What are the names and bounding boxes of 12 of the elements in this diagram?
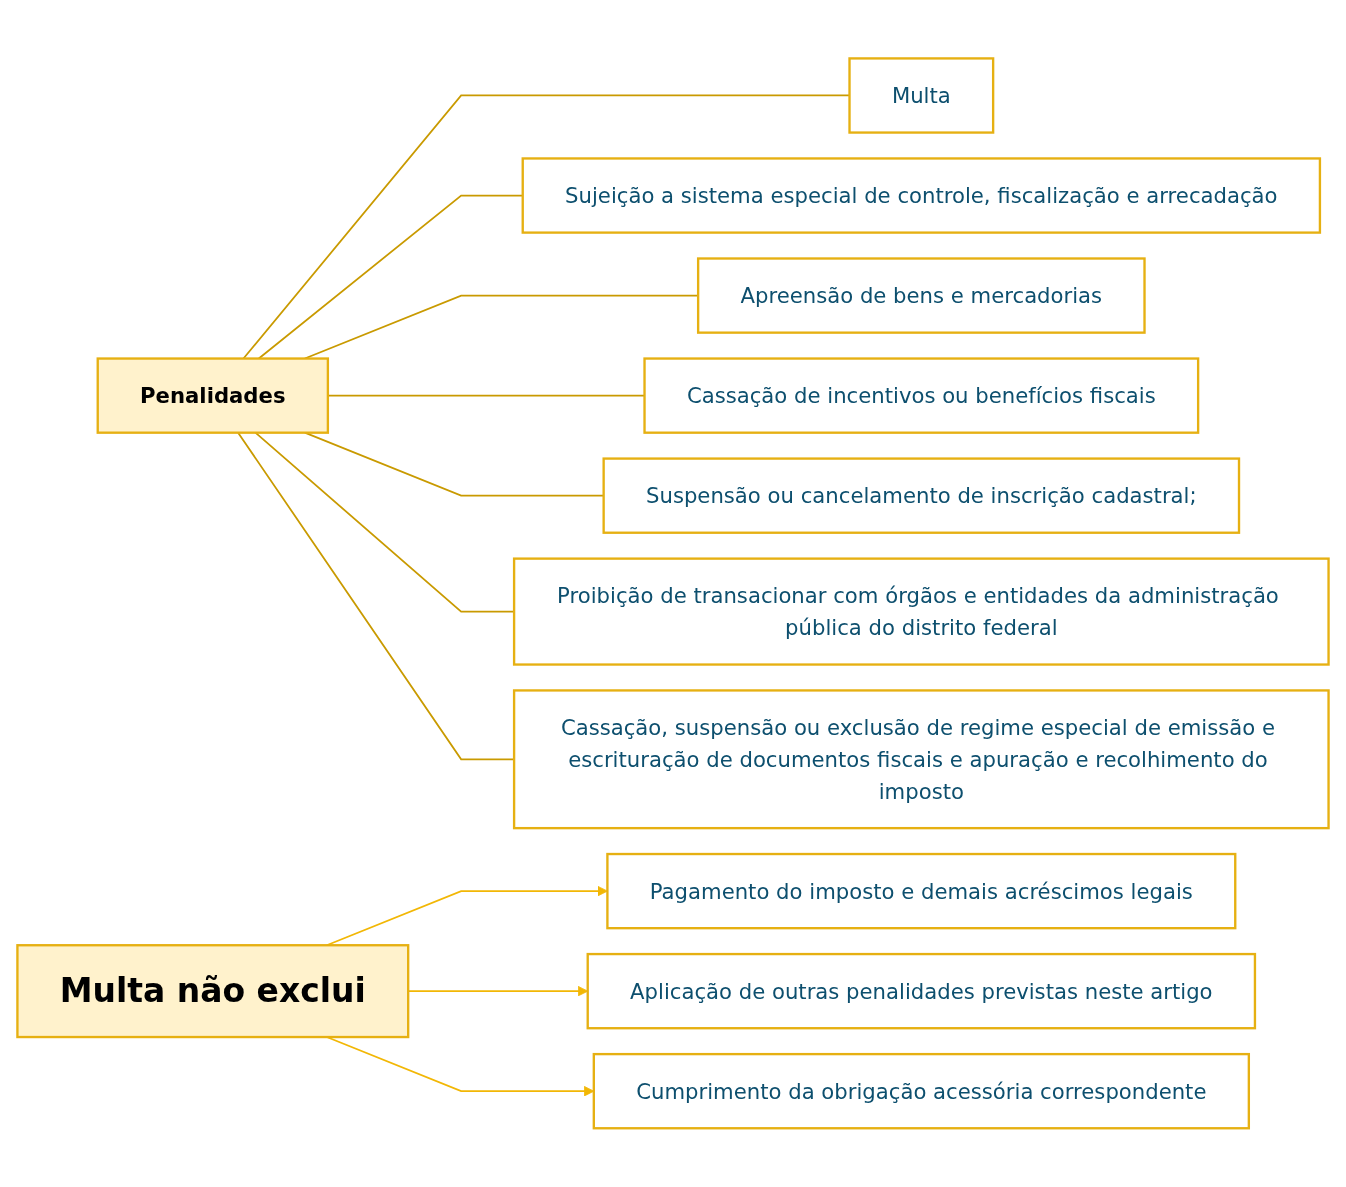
node-box: Multa [848,57,995,134]
node-box: Apreensão de bens e mercadorias [697,257,1146,334]
node-box: Multa não exclui [16,944,410,1039]
node-box: Suspensão ou cancelamento de inscrição cadastral; [602,457,1241,535]
node-box: Proibição de transacionar com órgãos e entidades da administração pública do distrito federal [512,557,1330,666]
node-box: Cassação, suspensão ou exclusão de regime especial de emissão e escrituração de documentos fiscais e apuração e recolhimento do imposto [512,689,1330,830]
node-box: Aplicação de outras penalidades previstas neste artigo [586,953,1257,1030]
node-box: Pagamento do imposto e demais acréscimos legais [606,853,1237,930]
node-box: Sujeição a sistema especial de controle, fiscalização e arrecadação [521,157,1322,234]
node-box: Cumprimento da obrigação acessória correspondente [592,1053,1251,1130]
node-box: Penalidades [96,357,330,434]
node-box: Cassação de incentivos ou benefícios fiscais [643,357,1200,434]
